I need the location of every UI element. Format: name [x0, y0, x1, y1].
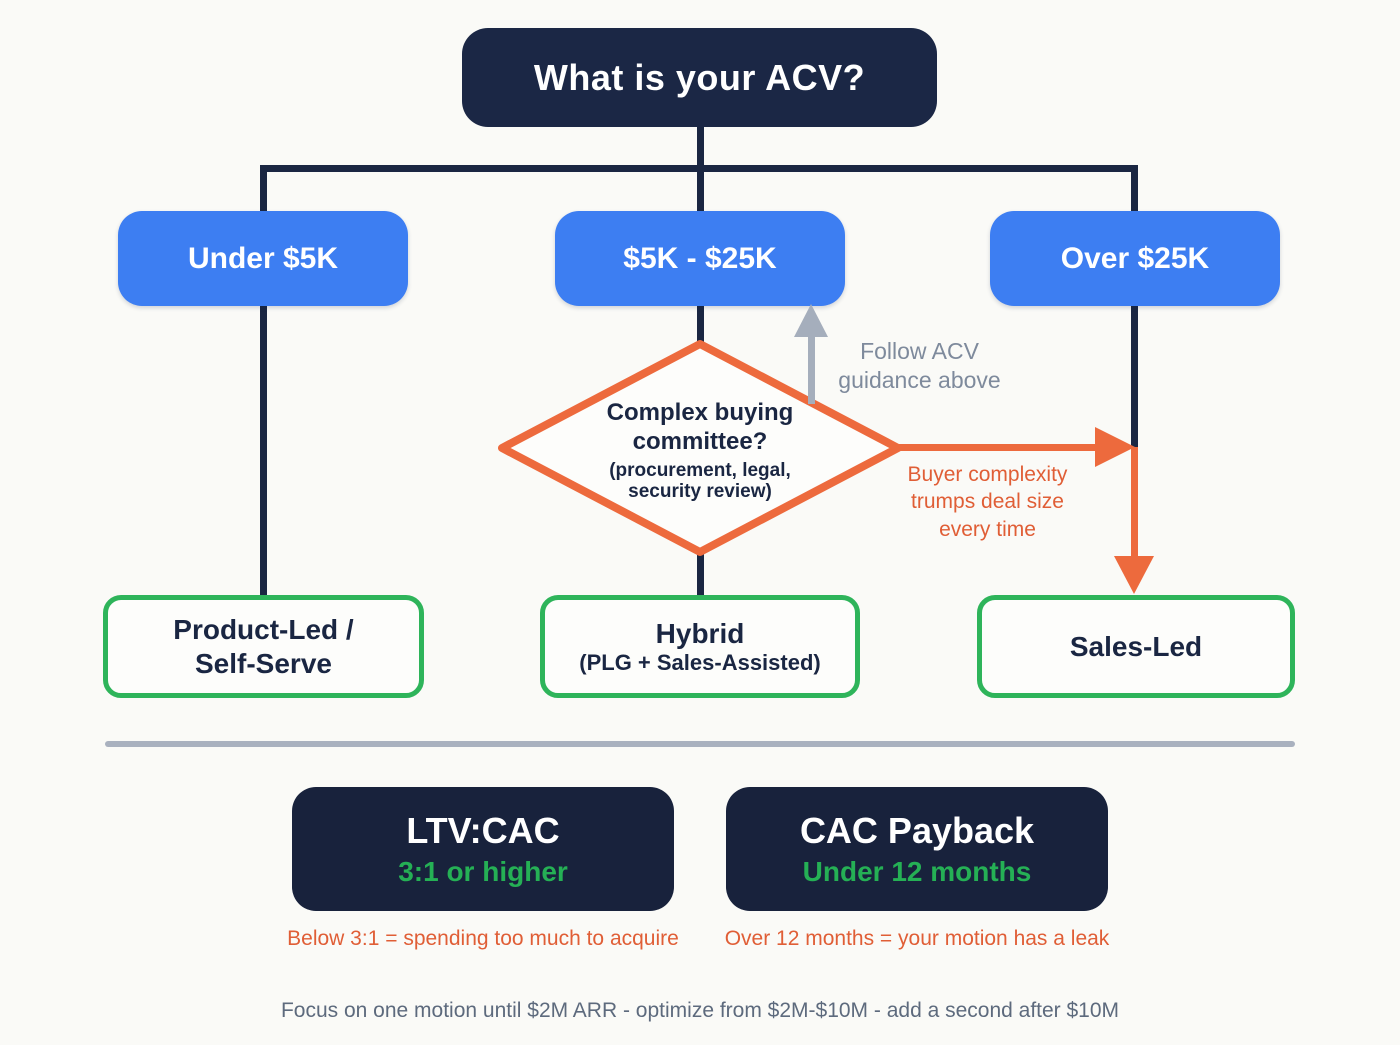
metric-ltv-cac: LTV:CAC 3:1 or higher: [292, 787, 674, 911]
connector-root-stem: [697, 125, 704, 172]
branch-under-5k: Under $5K: [118, 211, 408, 306]
outcome-product-led: Product-Led / Self-Serve: [103, 595, 424, 698]
outcome-hybrid: Hybrid (PLG + Sales-Assisted): [540, 595, 860, 698]
metric-ltv-cac-name: LTV:CAC: [406, 810, 560, 851]
buyer-complexity-note: Buyer complexity trumps deal size every …: [907, 463, 1068, 541]
root-question-label: What is your ACV?: [533, 56, 866, 98]
metric-ltv-cac-warning: Below 3:1 = spending too much to acquire: [287, 927, 679, 950]
outcome-sales-led: Sales-Led: [977, 595, 1295, 698]
metric-cac-payback: CAC Payback Under 12 months: [726, 787, 1108, 911]
outcome-product-led-label: Product-Led / Self-Serve: [173, 614, 354, 679]
outcome-hybrid-sub: (PLG + Sales-Assisted): [579, 650, 821, 676]
connector-right-column: [1131, 165, 1138, 450]
no-arrow-shaft: [808, 334, 815, 404]
section-divider: [105, 741, 1295, 747]
metric-cac-payback-name: CAC Payback: [799, 810, 1035, 851]
footer-guidance: Focus on one motion until $2M ARR - opti…: [280, 999, 1120, 1022]
yes-arrow-horizontal-shaft: [893, 444, 1098, 451]
decision-detail: (procurement, legal, security review): [609, 459, 791, 502]
branch-5k-25k-label: $5K - $25K: [623, 241, 777, 275]
outcome-sales-led-label: Sales-Led: [1069, 630, 1203, 662]
metric-cac-payback-target: Under 12 months: [802, 856, 1032, 887]
no-arrow-up-icon: [794, 304, 828, 337]
connector-middle-column-lower: [697, 551, 704, 598]
branch-over-25k-label: Over $25K: [1060, 241, 1210, 275]
outcome-hybrid-label: Hybrid: [655, 618, 745, 650]
follow-acv-note: Follow ACV guidance above: [838, 338, 1001, 393]
yes-arrow-down-icon: [1114, 556, 1154, 594]
branch-under-5k-label: Under $5K: [187, 241, 339, 275]
decision-diamond-text: Complex buying committee? (procurement, …: [565, 399, 835, 502]
branch-5k-25k: $5K - $25K: [555, 211, 845, 306]
branch-over-25k: Over $25K: [990, 211, 1280, 306]
yes-arrow-vertical-shaft: [1131, 447, 1138, 559]
root-question-box: What is your ACV?: [462, 28, 937, 127]
yes-arrow-right-icon: [1095, 427, 1135, 467]
metric-ltv-cac-target: 3:1 or higher: [398, 856, 568, 887]
metric-cac-payback-warning: Over 12 months = your motion has a leak: [724, 927, 1110, 950]
connector-left-column: [260, 165, 267, 598]
decision-question: Complex buying committee?: [606, 399, 794, 455]
